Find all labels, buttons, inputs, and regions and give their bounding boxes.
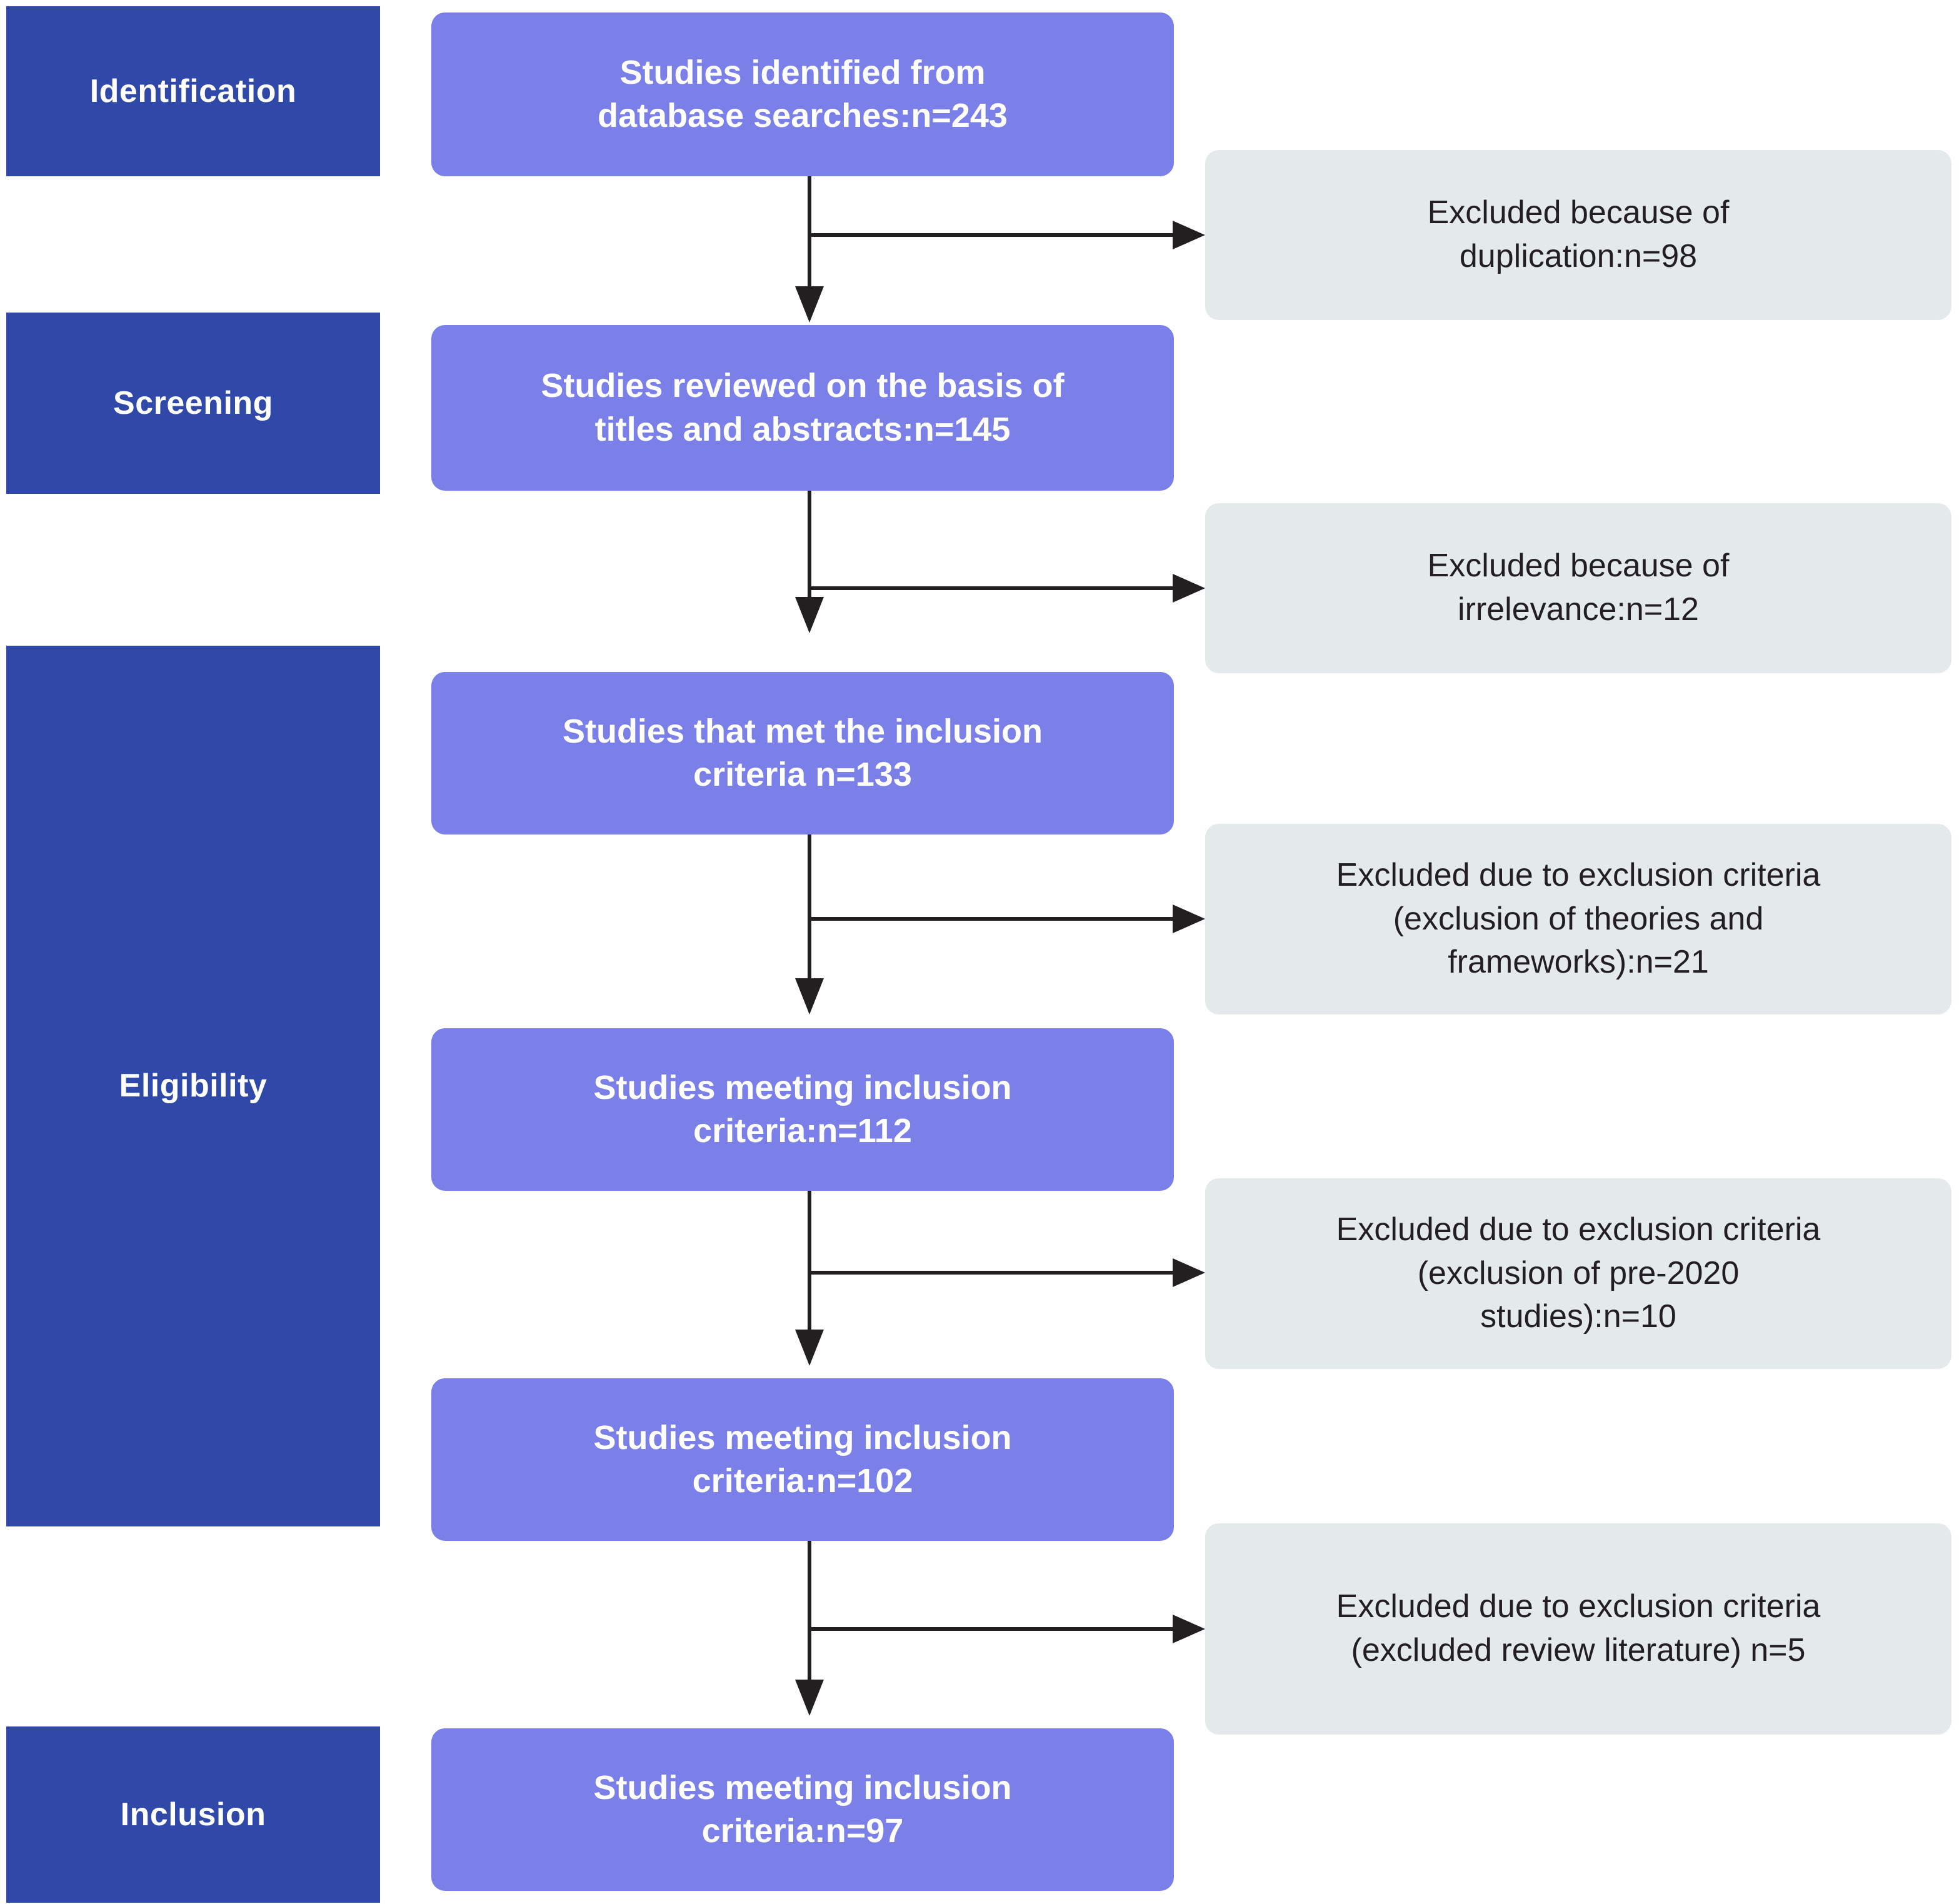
flow-box-meeting-inclusion-112-line2: criteria:n=112: [693, 1112, 912, 1150]
connector-arrowhead-right-2: [1173, 574, 1205, 603]
exclusion-box-irrelevance-line1: Excluded because of: [1427, 548, 1730, 584]
connector-vline-1: [808, 176, 811, 286]
connector-hline-3: [808, 917, 1176, 921]
flow-box-meeting-inclusion-102-line1: Studies meeting inclusion: [593, 1418, 1012, 1456]
connector-arrowhead-right-3: [1173, 904, 1205, 933]
flow-box-meeting-inclusion-102: Studies meeting inclusion criteria:n=102: [431, 1378, 1174, 1541]
flow-box-meeting-inclusion-97-line1: Studies meeting inclusion: [593, 1768, 1012, 1806]
connector-arrowhead-down-3: [795, 978, 824, 1015]
flow-box-studies-identified-line1: Studies identified from: [619, 53, 986, 91]
flow-box-met-inclusion-criteria-line2: criteria n=133: [693, 756, 912, 793]
exclusion-box-theories-frameworks-line1: Excluded due to exclusion criteria: [1336, 856, 1821, 893]
connector-hline-4: [808, 1271, 1176, 1275]
exclusion-box-theories-frameworks: Excluded due to exclusion criteria (excl…: [1205, 824, 1951, 1015]
exclusion-box-duplication-line2: duplication:n=98: [1459, 238, 1698, 274]
exclusion-box-irrelevance-line2: irrelevance:n=12: [1458, 591, 1699, 628]
flow-box-meeting-inclusion-97: Studies meeting inclusion criteria:n=97: [431, 1728, 1174, 1891]
flow-box-meeting-inclusion-102-line2: criteria:n=102: [692, 1462, 913, 1500]
flow-box-studies-reviewed-line2: titles and abstracts:n=145: [594, 410, 1011, 448]
flow-box-studies-identified-line2: database searches:n=243: [598, 97, 1008, 134]
exclusion-box-irrelevance: Excluded because of irrelevance:n=12: [1205, 503, 1951, 673]
flow-box-studies-identified: Studies identified from database searche…: [431, 13, 1174, 176]
connector-arrowhead-down-2: [795, 597, 824, 633]
exclusion-box-review-literature: Excluded due to exclusion criteria (excl…: [1205, 1523, 1951, 1735]
connector-arrowhead-right-5: [1173, 1615, 1205, 1643]
connector-arrowhead-down-5: [795, 1680, 824, 1716]
flow-box-met-inclusion-criteria: Studies that met the inclusion criteria …: [431, 672, 1174, 834]
exclusion-box-duplication-line1: Excluded because of: [1427, 194, 1730, 231]
connector-hline-2: [808, 586, 1176, 590]
flow-box-met-inclusion-criteria-line1: Studies that met the inclusion: [562, 712, 1043, 750]
exclusion-box-theories-frameworks-line3: frameworks):n=21: [1448, 944, 1709, 981]
exclusion-box-review-literature-line1: Excluded due to exclusion criteria: [1336, 1588, 1821, 1625]
stage-label-eligibility: Eligibility: [6, 646, 380, 1526]
flow-box-meeting-inclusion-112-line1: Studies meeting inclusion: [593, 1068, 1012, 1106]
exclusion-box-review-literature-line2: (excluded review literature) n=5: [1351, 1632, 1806, 1668]
connector-vline-5: [808, 1541, 811, 1680]
exclusion-box-pre-2020-studies-line3: studies):n=10: [1480, 1298, 1676, 1335]
connector-arrowhead-right-1: [1173, 221, 1205, 249]
stage-label-screening: Screening: [6, 313, 380, 494]
exclusion-box-theories-frameworks-line2: (exclusion of theories and: [1393, 900, 1764, 937]
stage-label-eligibility-text: Eligibility: [119, 1068, 268, 1104]
connector-hline-1: [808, 233, 1176, 237]
stage-label-inclusion: Inclusion: [6, 1726, 380, 1903]
connector-vline-3: [808, 834, 811, 978]
exclusion-box-pre-2020-studies: Excluded due to exclusion criteria (excl…: [1205, 1178, 1951, 1369]
connector-arrowhead-right-4: [1173, 1258, 1205, 1287]
exclusion-box-duplication: Excluded because of duplication:n=98: [1205, 150, 1951, 320]
stage-label-screening-text: Screening: [113, 384, 273, 421]
flow-box-meeting-inclusion-97-line2: criteria:n=97: [701, 1812, 904, 1850]
connector-vline-4: [808, 1191, 811, 1330]
flow-box-studies-reviewed-line1: Studies reviewed on the basis of: [541, 367, 1065, 405]
stage-label-identification-text: Identification: [89, 73, 297, 109]
flow-box-studies-reviewed: Studies reviewed on the basis of titles …: [431, 325, 1174, 491]
flow-box-meeting-inclusion-112: Studies meeting inclusion criteria:n=112: [431, 1028, 1174, 1191]
connector-arrowhead-down-1: [795, 286, 824, 323]
exclusion-box-pre-2020-studies-line1: Excluded due to exclusion criteria: [1336, 1211, 1821, 1248]
connector-hline-5: [808, 1627, 1176, 1631]
exclusion-box-pre-2020-studies-line2: (exclusion of pre-2020: [1417, 1255, 1740, 1291]
stage-label-inclusion-text: Inclusion: [120, 1796, 266, 1833]
connector-arrowhead-down-4: [795, 1330, 824, 1366]
stage-label-identification: Identification: [6, 6, 380, 176]
connector-vline-2: [808, 491, 811, 597]
